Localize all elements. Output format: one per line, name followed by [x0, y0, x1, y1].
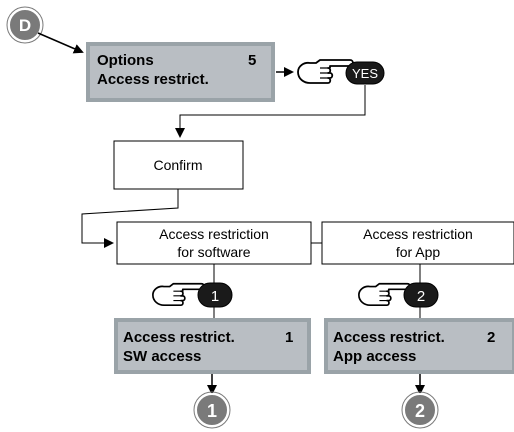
app-display-line2: App access — [333, 348, 416, 365]
pointing-hand-icon — [357, 282, 412, 307]
arrow-yes-to-confirm — [175, 85, 366, 138]
end-marker-2: 2 — [401, 391, 439, 429]
options-display-line2: Access restrict. — [97, 71, 209, 88]
key-1-label: 1 — [211, 288, 219, 305]
options-display-number: 5 — [248, 52, 256, 69]
key-1[interactable]: 1 — [197, 282, 233, 308]
end-marker-2-label: 2 — [415, 401, 425, 421]
yes-key[interactable]: YES — [345, 61, 385, 85]
software-box-line2: for software — [177, 244, 250, 260]
app-box-line2: for App — [396, 244, 441, 260]
end-marker-1: 1 — [193, 391, 231, 429]
end-marker-1-label: 1 — [207, 401, 217, 421]
confirm-box-label: Confirm — [153, 157, 202, 173]
app-display-number: 2 — [487, 329, 495, 346]
arrow-confirm-to-software — [81, 189, 179, 248]
key-2-label: 2 — [417, 288, 425, 305]
options-display-line1: Options — [97, 52, 154, 69]
sw-display-number: 1 — [285, 329, 293, 346]
sw-access-display: Access restrict. 1 SW access — [114, 318, 311, 374]
pointing-hand-icon — [151, 282, 206, 307]
pointing-hand-icon — [297, 59, 354, 84]
start-marker: D — [6, 6, 44, 44]
sw-display-line2: SW access — [123, 348, 201, 365]
app-access-display: Access restrict. 2 App access — [324, 318, 514, 374]
software-box: Access restriction for software — [116, 221, 312, 265]
options-display: Options 5 Access restrict. — [86, 42, 275, 102]
app-display-line1: Access restrict. — [333, 329, 445, 346]
app-box-line1: Access restriction — [363, 226, 473, 242]
sw-display-line1: Access restrict. — [123, 329, 235, 346]
app-box: Access restriction for App — [321, 221, 514, 265]
yes-key-label: YES — [352, 66, 378, 81]
key-2[interactable]: 2 — [403, 282, 439, 308]
software-box-line1: Access restriction — [159, 226, 269, 242]
start-marker-label: D — [19, 16, 31, 35]
confirm-box: Confirm — [113, 140, 244, 190]
arrow-start-to-options — [37, 32, 84, 54]
